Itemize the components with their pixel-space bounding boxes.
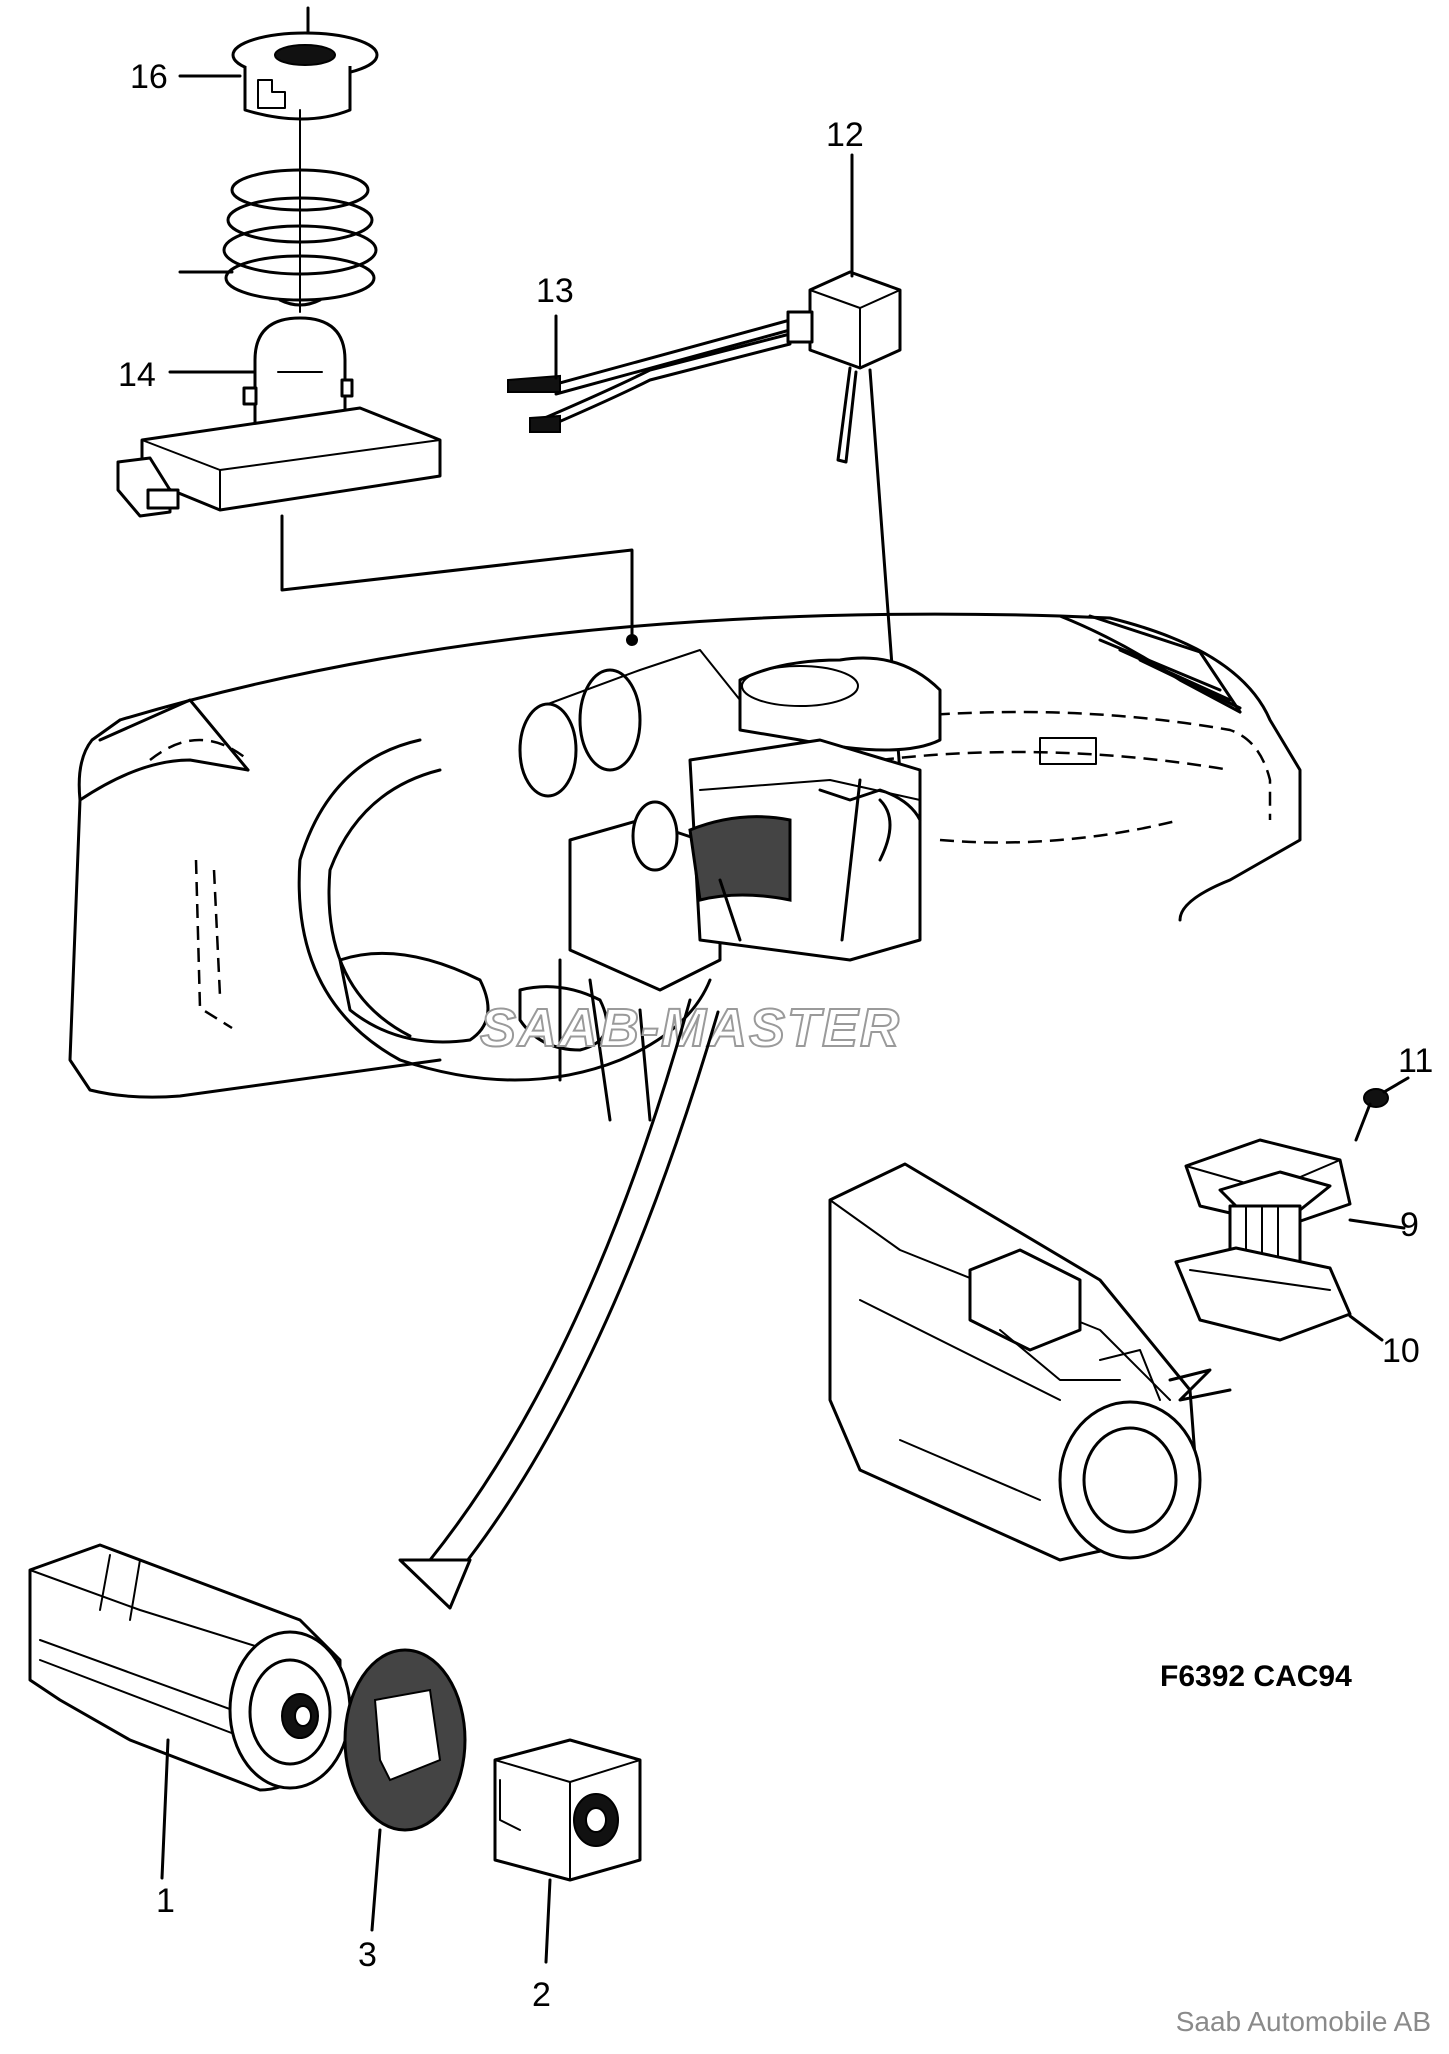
- connector-line-module: [280, 514, 634, 640]
- part-12-relay: [786, 153, 902, 464]
- part-1-housing: [28, 1543, 352, 1880]
- callout-9: 9: [1400, 1206, 1419, 1244]
- callout-1: 1: [156, 1882, 175, 1920]
- heater-unit: [828, 1162, 1232, 1562]
- callout-14: 14: [118, 356, 156, 394]
- callout-13: 13: [536, 272, 574, 310]
- part-2-cover: [493, 1738, 642, 1964]
- callout-10: 10: [1382, 1332, 1420, 1370]
- part-16-spring: [222, 109, 378, 313]
- callout-15: 16: [130, 58, 168, 96]
- callout-3: 3: [358, 1936, 377, 1974]
- leader-lines: [168, 74, 558, 380]
- part-3-gasket: [343, 1648, 467, 1932]
- watermark-text: SAAB-MASTER: [480, 998, 901, 1058]
- pointer-arrow: [398, 998, 720, 1610]
- dashboard: [68, 612, 1302, 1122]
- part-9-resistor: [1184, 1138, 1406, 1298]
- part-15-lock-bezel: [231, 6, 379, 121]
- callout-2: 2: [532, 1976, 551, 2014]
- part-10-frame: [1174, 1246, 1384, 1342]
- diagram-reference-code: F6392 CAC94: [1160, 1660, 1352, 1693]
- control-module: [116, 406, 442, 518]
- part-13-wires: [507, 318, 792, 433]
- callout-11: 11: [1398, 1042, 1433, 1080]
- part-11-screw: [1354, 1076, 1410, 1142]
- callout-12: 12: [826, 116, 864, 154]
- credit-text: Saab Automobile AB: [1175, 2006, 1431, 2037]
